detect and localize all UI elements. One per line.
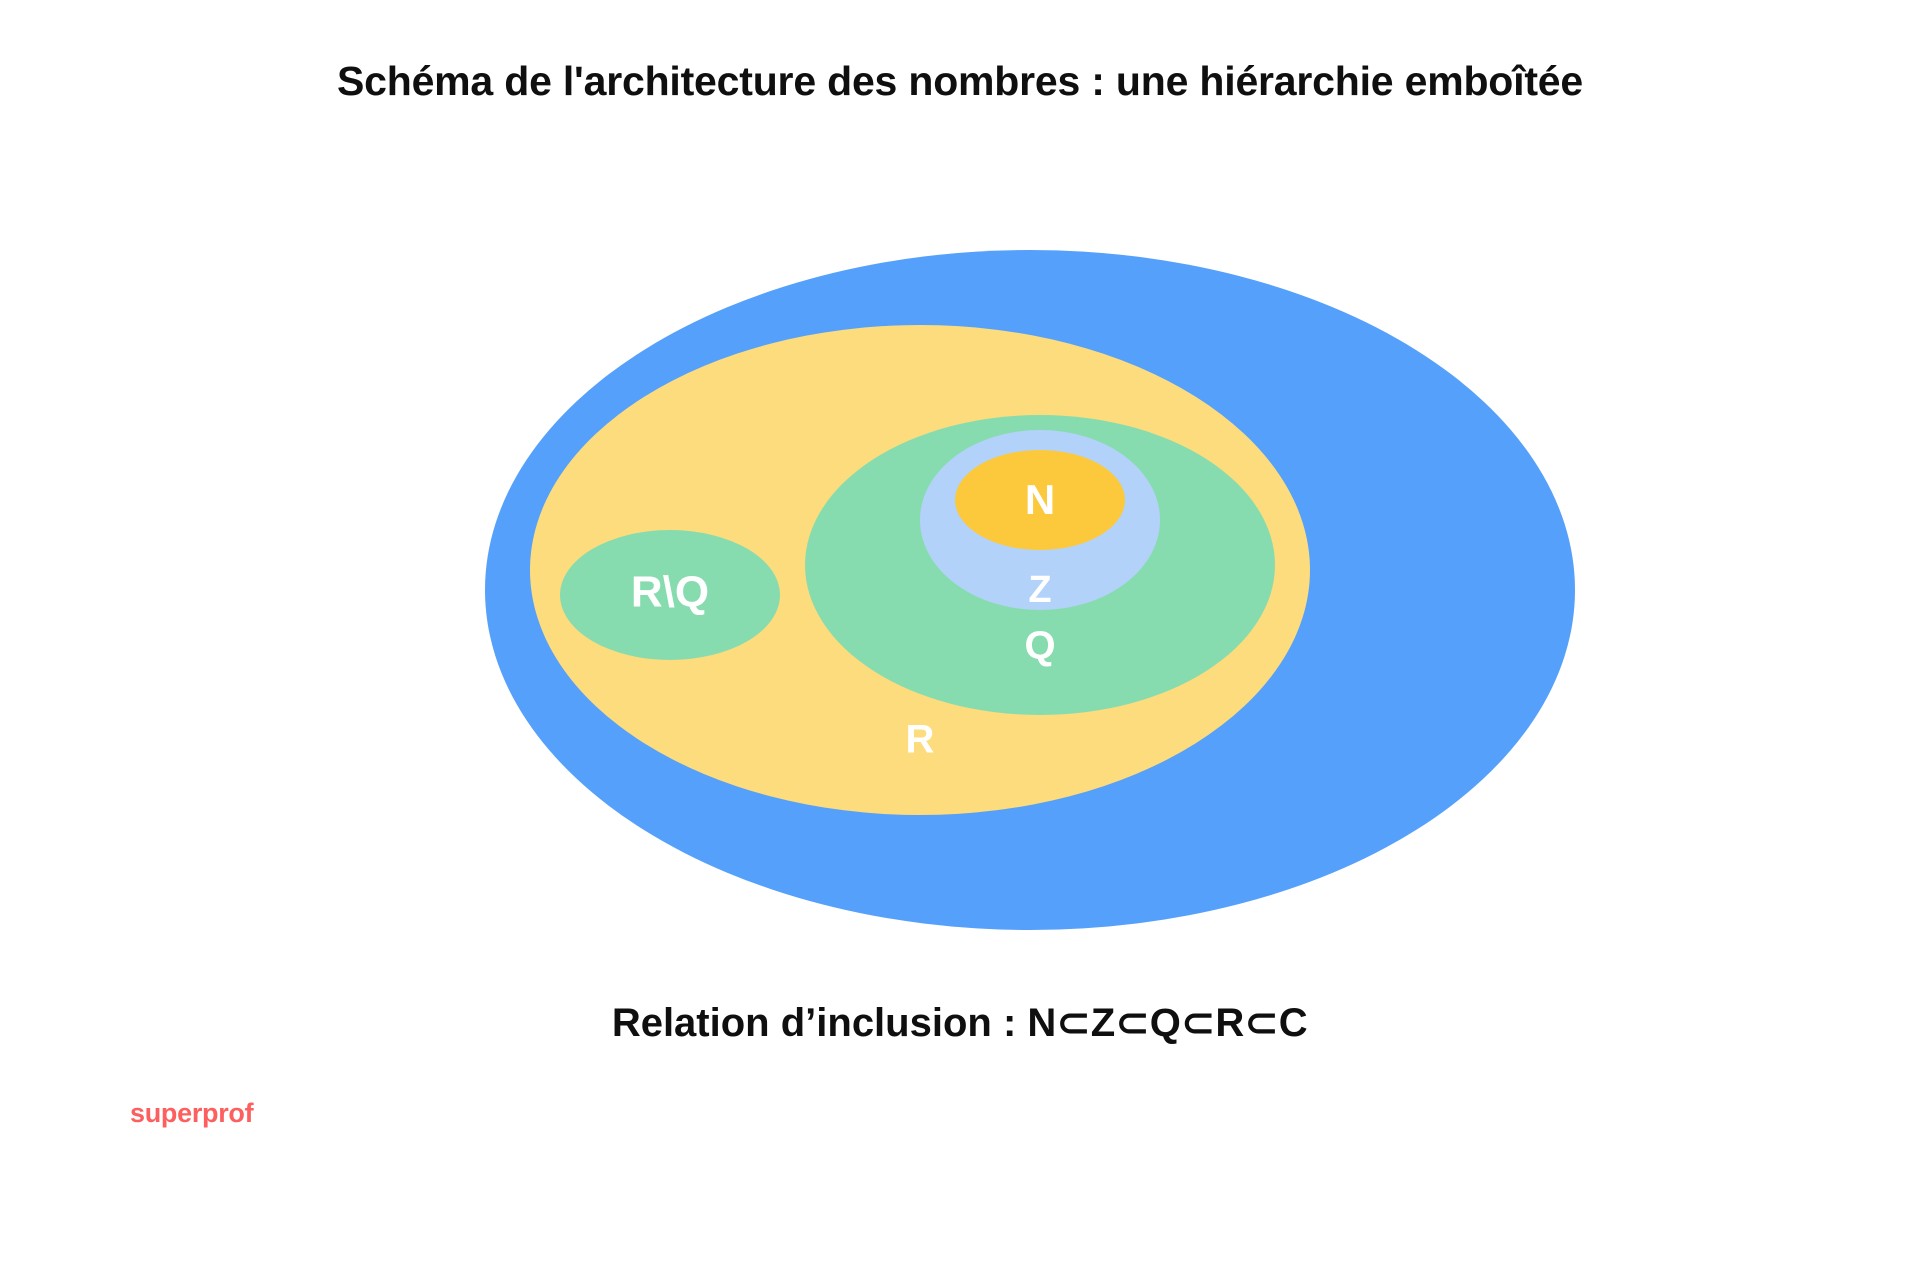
set-ellipse-R-minus-Q (560, 530, 780, 660)
caption-relation: N⊂Z⊂Q⊂R⊂C (1027, 1001, 1309, 1045)
inclusion-caption: Relation d’inclusion : N⊂Z⊂Q⊂R⊂C (0, 1000, 1920, 1046)
set-label-N: N (1025, 476, 1055, 523)
set-label-R-minus-Q: R\Q (631, 568, 709, 617)
superprof-logo: superprof (130, 1098, 254, 1128)
page-title: Schéma de l'architecture des nombres : u… (336, 58, 1583, 104)
set-ellipse-N (955, 450, 1125, 550)
set-label-Z: Z (1028, 569, 1051, 611)
set-label-Q: Q (1024, 624, 1055, 668)
set-label-R: R (906, 718, 935, 762)
caption-prefix: Relation d’inclusion : (611, 1001, 1028, 1045)
